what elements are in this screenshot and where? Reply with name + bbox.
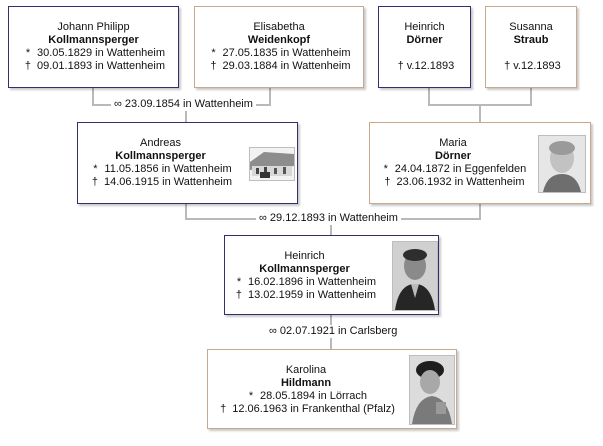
person-photo xyxy=(538,135,586,193)
given-name: Heinrich xyxy=(284,250,325,262)
marriage-icon: ∞ xyxy=(114,98,122,110)
birth-icon: * xyxy=(236,276,242,288)
person-box-elisabetha[interactable]: Elisabetha Weidenkopf * 27.05.1835 in Wa… xyxy=(194,6,364,88)
surname: Dörner xyxy=(434,150,472,162)
given-name: Andreas xyxy=(140,137,181,149)
death-event: † 29.03.1884 in Wattenheim xyxy=(195,60,363,73)
marriage-date: 23.09.1854 in Wattenheim xyxy=(124,98,253,110)
connector-line xyxy=(185,204,187,218)
person-box-susanna-straub[interactable]: Susanna Straub †v.12.1893 xyxy=(485,6,577,88)
birth-event: * 30.05.1829 in Wattenheim xyxy=(9,47,178,60)
birth-icon: * xyxy=(248,390,254,402)
connector-line xyxy=(92,88,94,104)
connector-line xyxy=(185,104,187,123)
birth-event: * 28.05.1894 in Lörrach xyxy=(208,390,404,403)
given-name: Karolina xyxy=(285,364,327,376)
death-icon: † xyxy=(210,60,217,72)
connector-line xyxy=(530,88,532,104)
death-event: †v.12.1893 xyxy=(379,60,470,73)
birth-event: * 24.04.1872 in Eggenfelden xyxy=(370,163,536,176)
person-photo xyxy=(409,355,455,425)
marriage-icon: ∞ xyxy=(269,325,277,337)
death-icon: † xyxy=(220,403,227,415)
connector-line xyxy=(479,204,481,218)
marriage-icon: ∞ xyxy=(259,212,267,224)
marriage-label: ∞ 23.09.1854 in Wattenheim xyxy=(111,98,256,111)
person-box-maria-doerner[interactable]: Maria Dörner * 24.04.1872 in Eggenfelden… xyxy=(369,122,591,204)
connector-line xyxy=(330,218,332,235)
birth-event: * 16.02.1896 in Wattenheim xyxy=(225,276,384,289)
marriage-label: ∞ 02.07.1921 in Carlsberg xyxy=(266,325,401,338)
death-event: † 23.06.1932 in Wattenheim xyxy=(370,176,536,189)
person-photo xyxy=(249,147,295,181)
given-name: Johann Philipp xyxy=(57,21,130,33)
connector-line xyxy=(428,88,430,104)
surname: Straub xyxy=(513,34,549,46)
person-box-karolina-hildmann[interactable]: Karolina Hildmann * 28.05.1894 in Lörrac… xyxy=(207,349,457,429)
connector-line xyxy=(269,88,271,104)
birth-icon: * xyxy=(211,47,216,59)
birth-event: * 11.05.1856 in Wattenheim xyxy=(78,163,243,176)
death-icon: † xyxy=(24,60,32,72)
death-icon: † xyxy=(91,176,99,188)
birth-event: * 27.05.1835 in Wattenheim xyxy=(195,47,363,60)
surname: Kollmannsperger xyxy=(48,34,139,46)
given-name: Elisabetha xyxy=(253,21,305,33)
marriage-label: ∞ 29.12.1893 in Wattenheim xyxy=(256,212,401,225)
death-event: † 12.06.1963 in Frankenthal (Pfalz) xyxy=(208,403,404,416)
birth-icon: * xyxy=(25,47,31,59)
surname: Dörner xyxy=(406,34,443,46)
birth-icon: * xyxy=(93,163,98,175)
surname: Weidenkopf xyxy=(247,34,311,46)
marriage-date: 02.07.1921 in Carlsberg xyxy=(279,325,398,337)
marriage-date: 29.12.1893 in Wattenheim xyxy=(269,212,398,224)
birth-icon: * xyxy=(383,163,388,175)
death-icon: † xyxy=(504,60,511,72)
death-event: †v.12.1893 xyxy=(486,60,576,73)
surname: Kollmannsperger xyxy=(259,263,350,275)
connector-line xyxy=(479,104,481,123)
death-event: † 14.06.1915 in Wattenheim xyxy=(78,176,243,189)
death-event: † 13.02.1959 in Wattenheim xyxy=(225,289,384,302)
person-box-andreas[interactable]: Andreas Kollmannsperger * 11.05.1856 in … xyxy=(77,122,298,204)
death-icon: † xyxy=(397,60,404,72)
surname: Kollmannsperger xyxy=(115,150,206,162)
given-name: Susanna xyxy=(509,21,553,33)
surname: Hildmann xyxy=(280,377,332,389)
death-icon: † xyxy=(235,289,243,301)
given-name: Maria xyxy=(439,137,467,149)
person-box-johann-philipp[interactable]: Johann Philipp Kollmannsperger * 30.05.1… xyxy=(8,6,179,88)
person-box-heinrich-doerner[interactable]: Heinrich Dörner †v.12.1893 xyxy=(378,6,471,88)
person-photo xyxy=(392,241,438,311)
given-name: Heinrich xyxy=(404,21,445,33)
person-box-heinrich-kollmannsperger[interactable]: Heinrich Kollmannsperger * 16.02.1896 in… xyxy=(224,235,439,315)
death-icon: † xyxy=(384,176,391,188)
death-event: † 09.01.1893 in Wattenheim xyxy=(9,60,178,73)
